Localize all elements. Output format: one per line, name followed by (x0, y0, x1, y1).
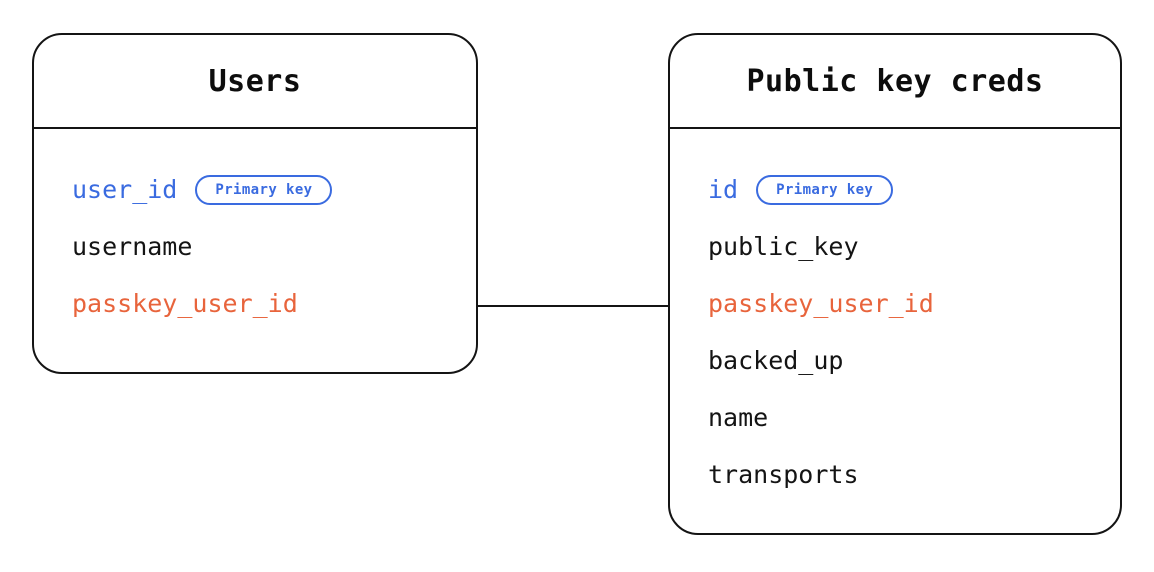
field-row[interactable]: passkey_user_id (34, 275, 476, 332)
field-row[interactable]: name (670, 389, 1120, 446)
field-row[interactable]: transports (670, 446, 1120, 503)
field-name: username (72, 232, 193, 261)
field-row[interactable]: public_key (670, 218, 1120, 275)
primary-key-badge: Primary key (195, 174, 333, 205)
primary-key-badge: Primary key (756, 174, 894, 205)
entity-header: Users (34, 35, 476, 129)
entity-title: Public key creds (746, 63, 1044, 99)
field-row[interactable]: passkey_user_id (670, 275, 1120, 332)
entity-title: Users (208, 63, 302, 99)
entity-header: Public key creds (670, 35, 1120, 129)
field-name: transports (708, 460, 859, 489)
field-name: passkey_user_id (708, 289, 934, 318)
field-name: id (708, 175, 739, 204)
field-row[interactable]: user_id Primary key (34, 161, 476, 218)
field-name: user_id (72, 175, 178, 204)
field-name: passkey_user_id (72, 289, 298, 318)
relationship-connector (478, 305, 668, 307)
field-name: public_key (708, 232, 859, 261)
field-row[interactable]: backed_up (670, 332, 1120, 389)
field-name: name (708, 403, 769, 432)
field-name: backed_up (708, 346, 844, 375)
field-row[interactable]: username (34, 218, 476, 275)
field-row[interactable]: id Primary key (670, 161, 1120, 218)
